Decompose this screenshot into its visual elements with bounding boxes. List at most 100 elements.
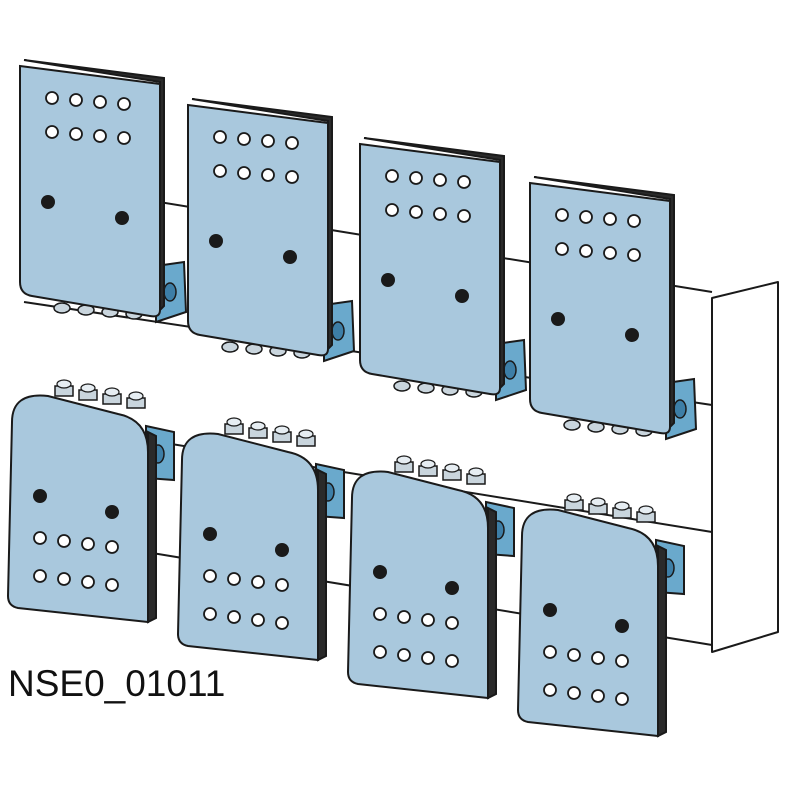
plate-face xyxy=(6,394,149,624)
small-hole xyxy=(203,607,217,621)
plate-edge xyxy=(363,137,505,391)
plate-edge xyxy=(317,468,327,662)
bolt-head xyxy=(226,417,242,427)
large-hole xyxy=(445,581,459,595)
small-hole xyxy=(591,651,605,665)
bracket-hole xyxy=(673,399,687,419)
small-hole xyxy=(543,645,557,659)
small-hole xyxy=(81,575,95,589)
large-hole xyxy=(625,328,639,342)
bolt xyxy=(272,431,292,443)
bolt xyxy=(53,302,71,314)
small-hole xyxy=(57,534,71,548)
bolt-head xyxy=(638,505,654,515)
small-hole xyxy=(93,95,107,109)
small-hole xyxy=(627,214,641,228)
bolt-head xyxy=(420,459,436,469)
bolt-head xyxy=(274,425,290,435)
bolt-head xyxy=(590,497,606,507)
bolt-head xyxy=(396,455,412,465)
bracket-hole xyxy=(331,321,345,341)
bolt-head xyxy=(444,463,460,473)
small-hole xyxy=(227,610,241,624)
small-hole xyxy=(615,692,629,706)
small-hole xyxy=(285,170,299,184)
small-hole xyxy=(373,645,387,659)
lower-connector-1 xyxy=(6,379,175,624)
small-hole xyxy=(457,175,471,189)
small-hole xyxy=(105,540,119,554)
plate-face xyxy=(529,181,671,435)
large-hole xyxy=(283,250,297,264)
small-hole xyxy=(445,654,459,668)
plate-face xyxy=(359,142,501,396)
upper-connector-2 xyxy=(187,98,356,363)
small-hole xyxy=(543,683,557,697)
bolt xyxy=(54,385,74,397)
small-hole xyxy=(117,97,131,111)
small-hole xyxy=(627,248,641,262)
bolt xyxy=(224,423,244,435)
bolt xyxy=(466,473,486,485)
small-hole xyxy=(433,207,447,221)
small-hole xyxy=(213,164,227,178)
lower-connector-4 xyxy=(516,493,685,738)
large-hole xyxy=(455,289,469,303)
upper-connector-3 xyxy=(359,137,528,402)
small-hole xyxy=(69,93,83,107)
small-hole xyxy=(397,648,411,662)
lower-connector-3 xyxy=(346,455,515,700)
bolt-head xyxy=(566,493,582,503)
large-hole xyxy=(373,565,387,579)
small-hole xyxy=(373,607,387,621)
small-hole xyxy=(237,132,251,146)
bolt-head xyxy=(56,379,72,389)
small-hole xyxy=(275,616,289,630)
small-hole xyxy=(81,537,95,551)
connector-group xyxy=(6,59,698,738)
small-hole xyxy=(579,244,593,258)
upper-connector-4 xyxy=(529,176,698,441)
bolt-head xyxy=(128,391,144,401)
large-hole xyxy=(41,195,55,209)
small-hole xyxy=(457,209,471,223)
bolt xyxy=(563,419,581,431)
small-hole xyxy=(285,136,299,150)
large-hole xyxy=(203,527,217,541)
bolt xyxy=(588,503,608,515)
plate-edge xyxy=(147,430,157,624)
small-hole xyxy=(385,169,399,183)
small-hole xyxy=(567,686,581,700)
large-hole xyxy=(209,234,223,248)
plate-edge xyxy=(533,176,675,430)
large-hole xyxy=(275,543,289,557)
upper-connector-1 xyxy=(19,59,188,324)
small-hole xyxy=(445,616,459,630)
small-hole xyxy=(603,246,617,260)
small-hole xyxy=(93,129,107,143)
small-hole xyxy=(591,689,605,703)
small-hole xyxy=(117,131,131,145)
large-hole xyxy=(543,603,557,617)
small-hole xyxy=(409,205,423,219)
small-hole xyxy=(433,173,447,187)
small-hole xyxy=(251,575,265,589)
plate-edge xyxy=(657,544,667,738)
small-hole xyxy=(385,203,399,217)
small-hole xyxy=(105,578,119,592)
small-hole xyxy=(57,572,71,586)
small-hole xyxy=(227,572,241,586)
bolt xyxy=(564,499,584,511)
bolt xyxy=(78,389,98,401)
small-hole xyxy=(261,168,275,182)
small-hole xyxy=(203,569,217,583)
small-hole xyxy=(615,654,629,668)
bolt-head xyxy=(80,383,96,393)
small-hole xyxy=(251,613,265,627)
small-hole xyxy=(397,610,411,624)
large-hole xyxy=(115,211,129,225)
plate-face xyxy=(176,432,319,662)
small-hole xyxy=(579,210,593,224)
small-hole xyxy=(237,166,251,180)
